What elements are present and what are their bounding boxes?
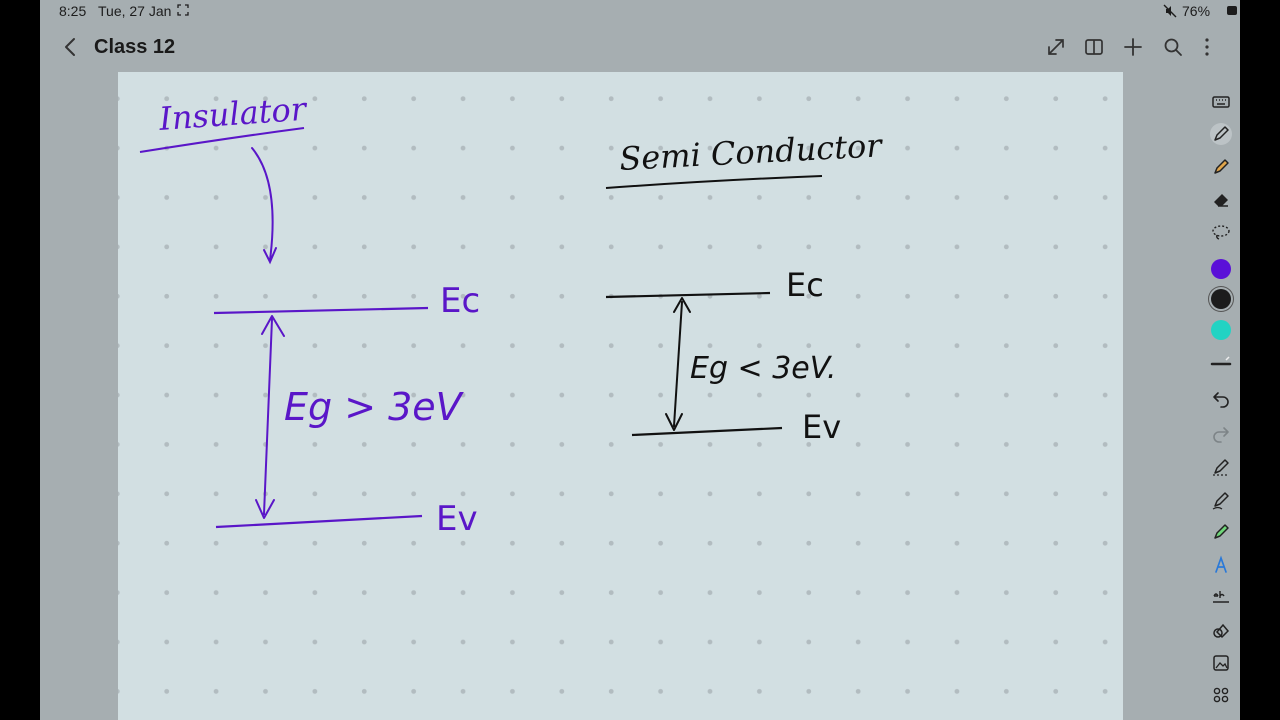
status-bar: 8:25 Tue, 27 Jan 76% [40, 0, 1240, 22]
note-page[interactable]: Insulator Ec Eg > 3eV Ev Semi Conductor … [118, 72, 1123, 720]
shape-recognition-icon[interactable] [1209, 455, 1233, 479]
insulator-underline [139, 127, 305, 153]
screen-capture-icon [177, 4, 189, 16]
battery-percentage: 76% [1182, 3, 1211, 19]
mute-icon [1163, 4, 1177, 18]
color-swatch-teal[interactable] [1211, 320, 1231, 340]
semiconductor-valence-band [631, 426, 783, 437]
semiconductor-conduction-band [605, 291, 771, 299]
image-icon[interactable] [1209, 651, 1233, 675]
stroke-width-icon[interactable] [1209, 350, 1233, 374]
app-bar: Class 12 [40, 24, 1240, 70]
add-icon[interactable] [1122, 36, 1144, 58]
color-swatch-purple[interactable] [1211, 259, 1231, 279]
tablet-screen: 8:25 Tue, 27 Jan 76% Class 12 [40, 0, 1240, 720]
semiconductor-gap-arrow [665, 297, 691, 431]
highlighter-icon[interactable] [1209, 155, 1233, 179]
handwriting-canvas: Insulator Ec Eg > 3eV Ev Semi Conductor … [139, 90, 884, 539]
semiconductor-gap-label: Eg < 3eV. [690, 351, 836, 386]
insulator-valence-band [215, 514, 423, 529]
insulator-conduction-band [213, 306, 429, 315]
insulator-gap-label: Eg > 3eV [284, 385, 465, 429]
color-swatch-black[interactable] [1211, 289, 1231, 309]
search-icon[interactable] [1162, 36, 1184, 58]
status-date: Tue, 27 Jan [98, 3, 172, 19]
semiconductor-underline [605, 175, 823, 189]
insulator-conduction-label: Ec [440, 281, 480, 321]
eraser-icon[interactable] [1209, 187, 1233, 211]
status-time: 8:25 [59, 3, 87, 19]
more-grid-icon[interactable] [1209, 683, 1233, 707]
notebook-title: Class 12 [94, 36, 176, 58]
semiconductor-valence-label: Ev [802, 408, 841, 446]
lasso-icon[interactable] [1209, 220, 1233, 244]
back-arrow-icon[interactable] [62, 37, 80, 57]
insulator-gap-arrow [255, 315, 285, 519]
split-view-icon[interactable] [1083, 36, 1105, 58]
undo-icon[interactable] [1209, 386, 1233, 410]
insulator-pointer-arrow [251, 147, 277, 265]
insulator-valence-label: Ev [436, 499, 478, 539]
battery-icon [1227, 6, 1237, 15]
shapes-icon[interactable] [1209, 618, 1233, 642]
pen-draw-icon[interactable] [1209, 488, 1233, 512]
expand-icon[interactable] [1045, 36, 1067, 58]
tool-palette [1202, 72, 1240, 720]
text-icon[interactable] [1209, 553, 1233, 577]
more-options-icon[interactable] [1196, 36, 1218, 58]
semiconductor-heading: Semi Conductor [618, 126, 884, 178]
semiconductor-conduction-label: Ec [786, 266, 824, 304]
left-margin [40, 72, 118, 720]
keyboard-icon[interactable] [1209, 90, 1233, 114]
pen-icon[interactable] [1209, 122, 1233, 146]
marker-icon[interactable] [1209, 520, 1233, 544]
redo-icon[interactable] [1209, 421, 1233, 445]
text-box-icon[interactable] [1209, 585, 1233, 609]
